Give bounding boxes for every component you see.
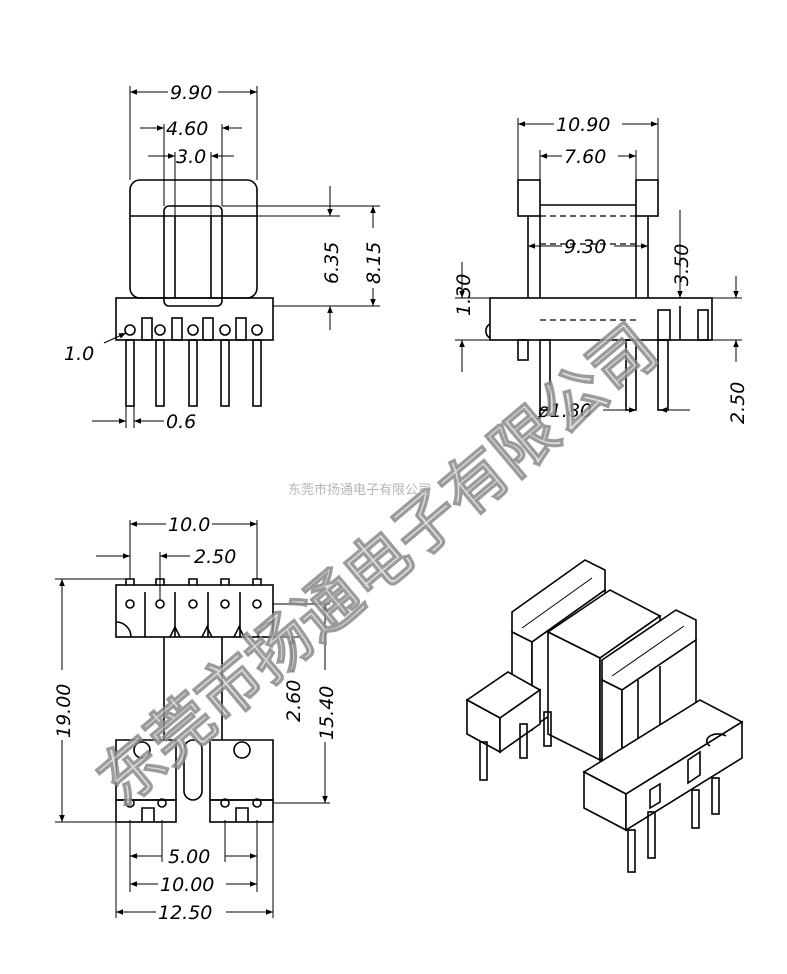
front-core xyxy=(163,205,223,307)
bottom-top-row xyxy=(115,584,274,638)
bottom-dim-row-gap: 15.40 xyxy=(316,686,338,740)
bottom-dim-bottom-pitch: 5.00 xyxy=(168,846,210,868)
front-pin xyxy=(125,339,135,407)
side-dim-pin-len: 2.50 xyxy=(727,382,749,424)
front-pin xyxy=(155,339,165,407)
front-bobbin-body xyxy=(129,179,258,299)
side-base xyxy=(489,297,713,341)
bottom-dim-total-len: 19.00 xyxy=(53,684,75,738)
front-dim-width-core: 3.0 xyxy=(176,146,206,168)
isometric-view xyxy=(465,559,744,873)
front-base xyxy=(115,297,274,341)
bottom-dim-pin-pitch: 2.50 xyxy=(194,546,236,568)
front-pin xyxy=(252,339,262,407)
front-dim-width-mid: 4.60 xyxy=(166,118,208,140)
bottom-dim-slot: 2.60 xyxy=(283,680,305,722)
side-dim-width-base: 9.30 xyxy=(564,236,606,258)
bottom-block-right xyxy=(209,739,274,801)
front-dim-width-top: 9.90 xyxy=(170,82,212,104)
side-flange-left xyxy=(517,179,541,217)
side-dim-base-h: 1.30 xyxy=(453,274,475,316)
side-dim-pin-dia: ø1.80 xyxy=(537,400,592,422)
watermark-small-text: 东莞市扬通电子有限公司 xyxy=(288,482,431,498)
front-dim-height-total: 8.15 xyxy=(363,242,385,284)
front-dim-pin-dia: 0.6 xyxy=(166,411,196,433)
bottom-dim-bottom-span: 10.00 xyxy=(160,874,214,896)
bottom-view: 10.0 2.50 19.00 2.60 15.40 5.00 10.00 12… xyxy=(53,514,338,924)
side-dim-width-top: 10.90 xyxy=(556,114,610,136)
bottom-dim-bottom-width: 12.50 xyxy=(158,902,212,924)
front-dim-pin-offset: 1.0 xyxy=(64,343,94,365)
side-dim-flange-h: 3.50 xyxy=(671,244,693,286)
side-view: 10.90 7.60 9.30 3.50 1.30 2.50 ø1.80 xyxy=(453,114,749,424)
front-pin xyxy=(220,339,230,407)
bottom-dim-pin-span: 10.0 xyxy=(168,514,210,536)
side-dim-width-inner: 7.60 xyxy=(564,146,606,168)
front-view: 9.90 4.60 3.0 6.35 8.15 1.0 0.6 xyxy=(64,82,385,433)
side-pin xyxy=(539,339,551,411)
front-dim-height-core: 6.35 xyxy=(321,242,343,284)
front-pin xyxy=(188,339,198,407)
side-flange-right xyxy=(635,179,659,217)
